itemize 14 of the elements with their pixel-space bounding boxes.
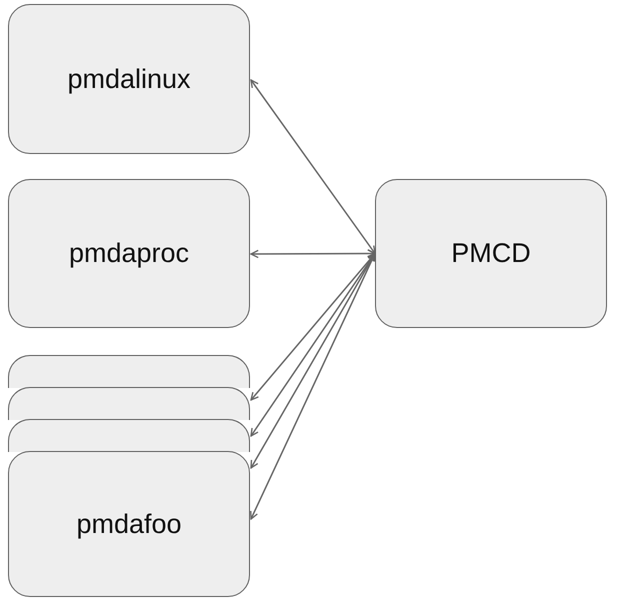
- process-box: [8, 451, 250, 597]
- process-box: [8, 179, 250, 328]
- node-label: pmdafoo: [76, 508, 182, 540]
- stacked-box: [8, 419, 250, 452]
- arrow: [250, 249, 376, 258]
- stacked-box: [8, 355, 250, 388]
- arrow: [250, 252, 376, 401]
- node-label: PMCD: [451, 238, 531, 269]
- arrow: [250, 79, 376, 254]
- stacked-box: [8, 387, 250, 420]
- node-label: pmdalinux: [67, 64, 191, 94]
- process-box: [8, 4, 250, 154]
- node-label: pmdaproc: [68, 238, 190, 269]
- process-box: [375, 179, 607, 328]
